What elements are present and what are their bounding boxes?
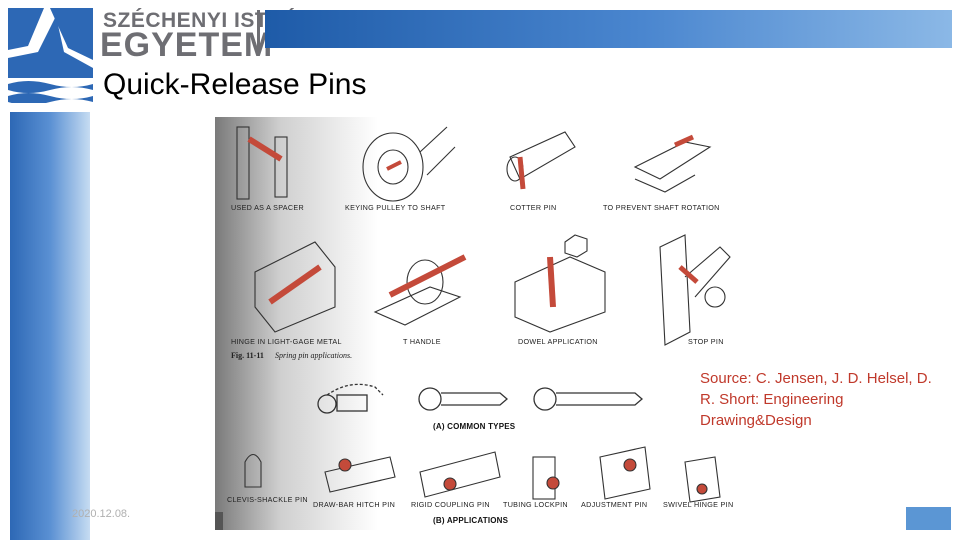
label-draw-bar: DRAW-BAR HITCH PIN (313, 500, 395, 509)
slide-title: Quick-Release Pins (103, 68, 367, 101)
slide-date: 2020.12.08. (72, 508, 131, 520)
shaft-rotation-drawing (633, 134, 712, 193)
t-handle-drawing (373, 254, 467, 326)
label-tubing-lockpin: TUBING LOCKPIN (503, 500, 568, 509)
stop-pin-drawing (659, 234, 731, 346)
label-cotter-pin: COTTER PIN (510, 203, 557, 212)
label-common-types: (A) COMMON TYPES (433, 422, 516, 431)
cotter-pin-drawing (506, 131, 576, 190)
label-hinge: HINGE IN LIGHT-GAGE METAL (231, 337, 342, 346)
common-types-drawing (317, 383, 643, 414)
label-applications: (B) APPLICATIONS (433, 516, 509, 525)
source-citation: Source: C. Jensen, J. D. Helsel, D. R. S… (700, 370, 932, 429)
pulley-drawing (362, 126, 456, 202)
label-dowel: DOWEL APPLICATION (518, 337, 598, 346)
dowel-drawing (514, 234, 606, 333)
label-rigid-coupling: RIGID COUPLING PIN (411, 500, 490, 509)
label-clevis: CLEVIS-SHACKLE PIN (227, 495, 308, 504)
spring-pin-figure: USED AS A SPACER KEYING PULLEY TO SHAFT … (215, 117, 758, 530)
label-stop-pin: STOP PIN (688, 337, 724, 346)
figure-caption: Spring pin applications. (275, 351, 352, 360)
row2-labels: HINGE IN LIGHT-GAGE METAL T HANDLE DOWEL… (231, 337, 724, 346)
label-shaft-rotation: TO PREVENT SHAFT ROTATION (603, 203, 720, 212)
university-name-line2: EGYETEM (100, 26, 274, 64)
row1-labels: USED AS A SPACER KEYING PULLEY TO SHAFT … (231, 203, 720, 212)
sidebar-band (10, 112, 90, 540)
figure-number: Fig. 11-11 (231, 351, 264, 360)
header-divider (257, 10, 260, 54)
spacer-drawing (236, 126, 288, 200)
label-swivel-hinge: SWIVEL HINGE PIN (663, 500, 733, 509)
label-spacer: USED AS A SPACER (231, 203, 304, 212)
page-number-box (906, 507, 951, 530)
label-adjustment: ADJUSTMENT PIN (581, 500, 647, 509)
applications-drawing (244, 446, 721, 503)
row3-labels: CLEVIS-SHACKLE PIN DRAW-BAR HITCH PIN RI… (227, 495, 733, 509)
header-bar (265, 10, 952, 48)
university-logo (8, 8, 93, 103)
label-pulley: KEYING PULLEY TO SHAFT (345, 203, 446, 212)
hinge-drawing (254, 241, 336, 333)
label-t-handle: T HANDLE (403, 337, 441, 346)
university-name-line1: SZÉCHENYI ISTVÁN (103, 9, 315, 32)
